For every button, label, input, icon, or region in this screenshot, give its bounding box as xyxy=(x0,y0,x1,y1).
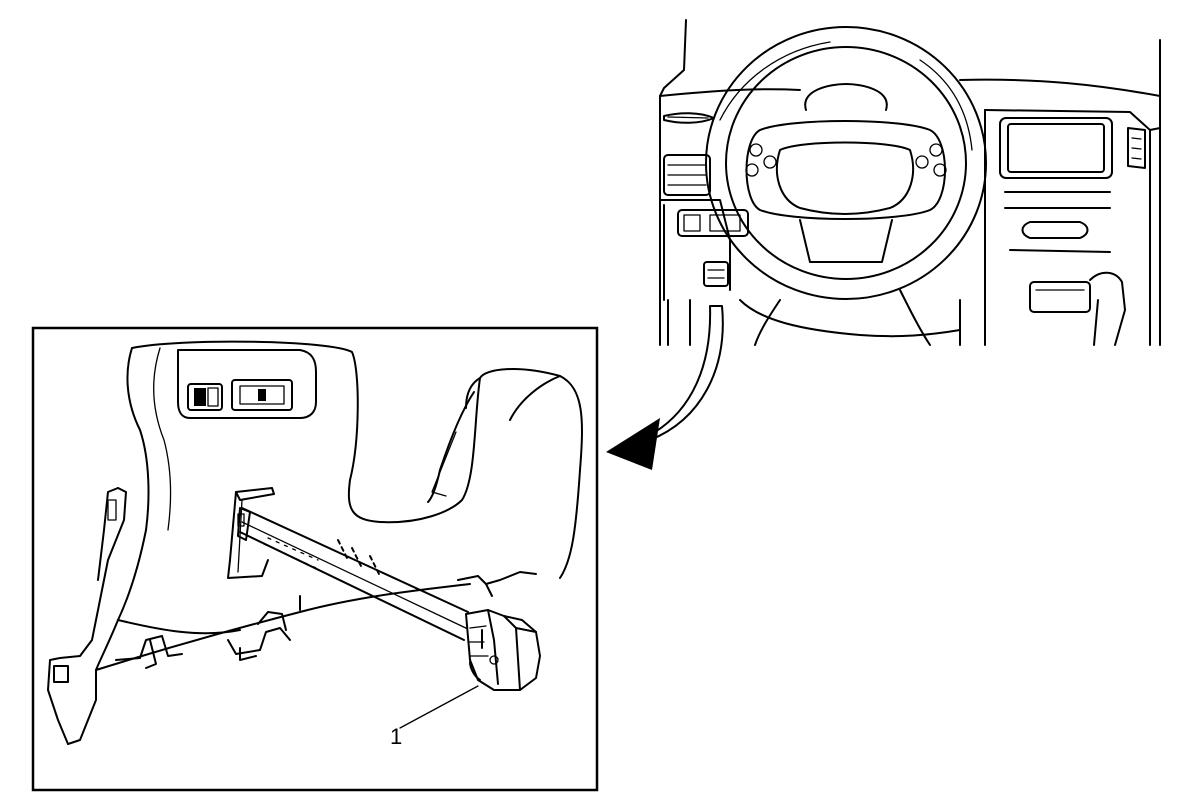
dashboard-overview-illustration xyxy=(659,19,1161,346)
curved-pointer-arrow-icon xyxy=(606,305,724,470)
callout-1: 1 xyxy=(390,685,479,749)
callout-1-label: 1 xyxy=(390,724,402,749)
knee-bolster-panel-illustration xyxy=(47,340,583,745)
switch-module-illustration xyxy=(237,507,541,691)
detail-frame xyxy=(31,326,599,792)
